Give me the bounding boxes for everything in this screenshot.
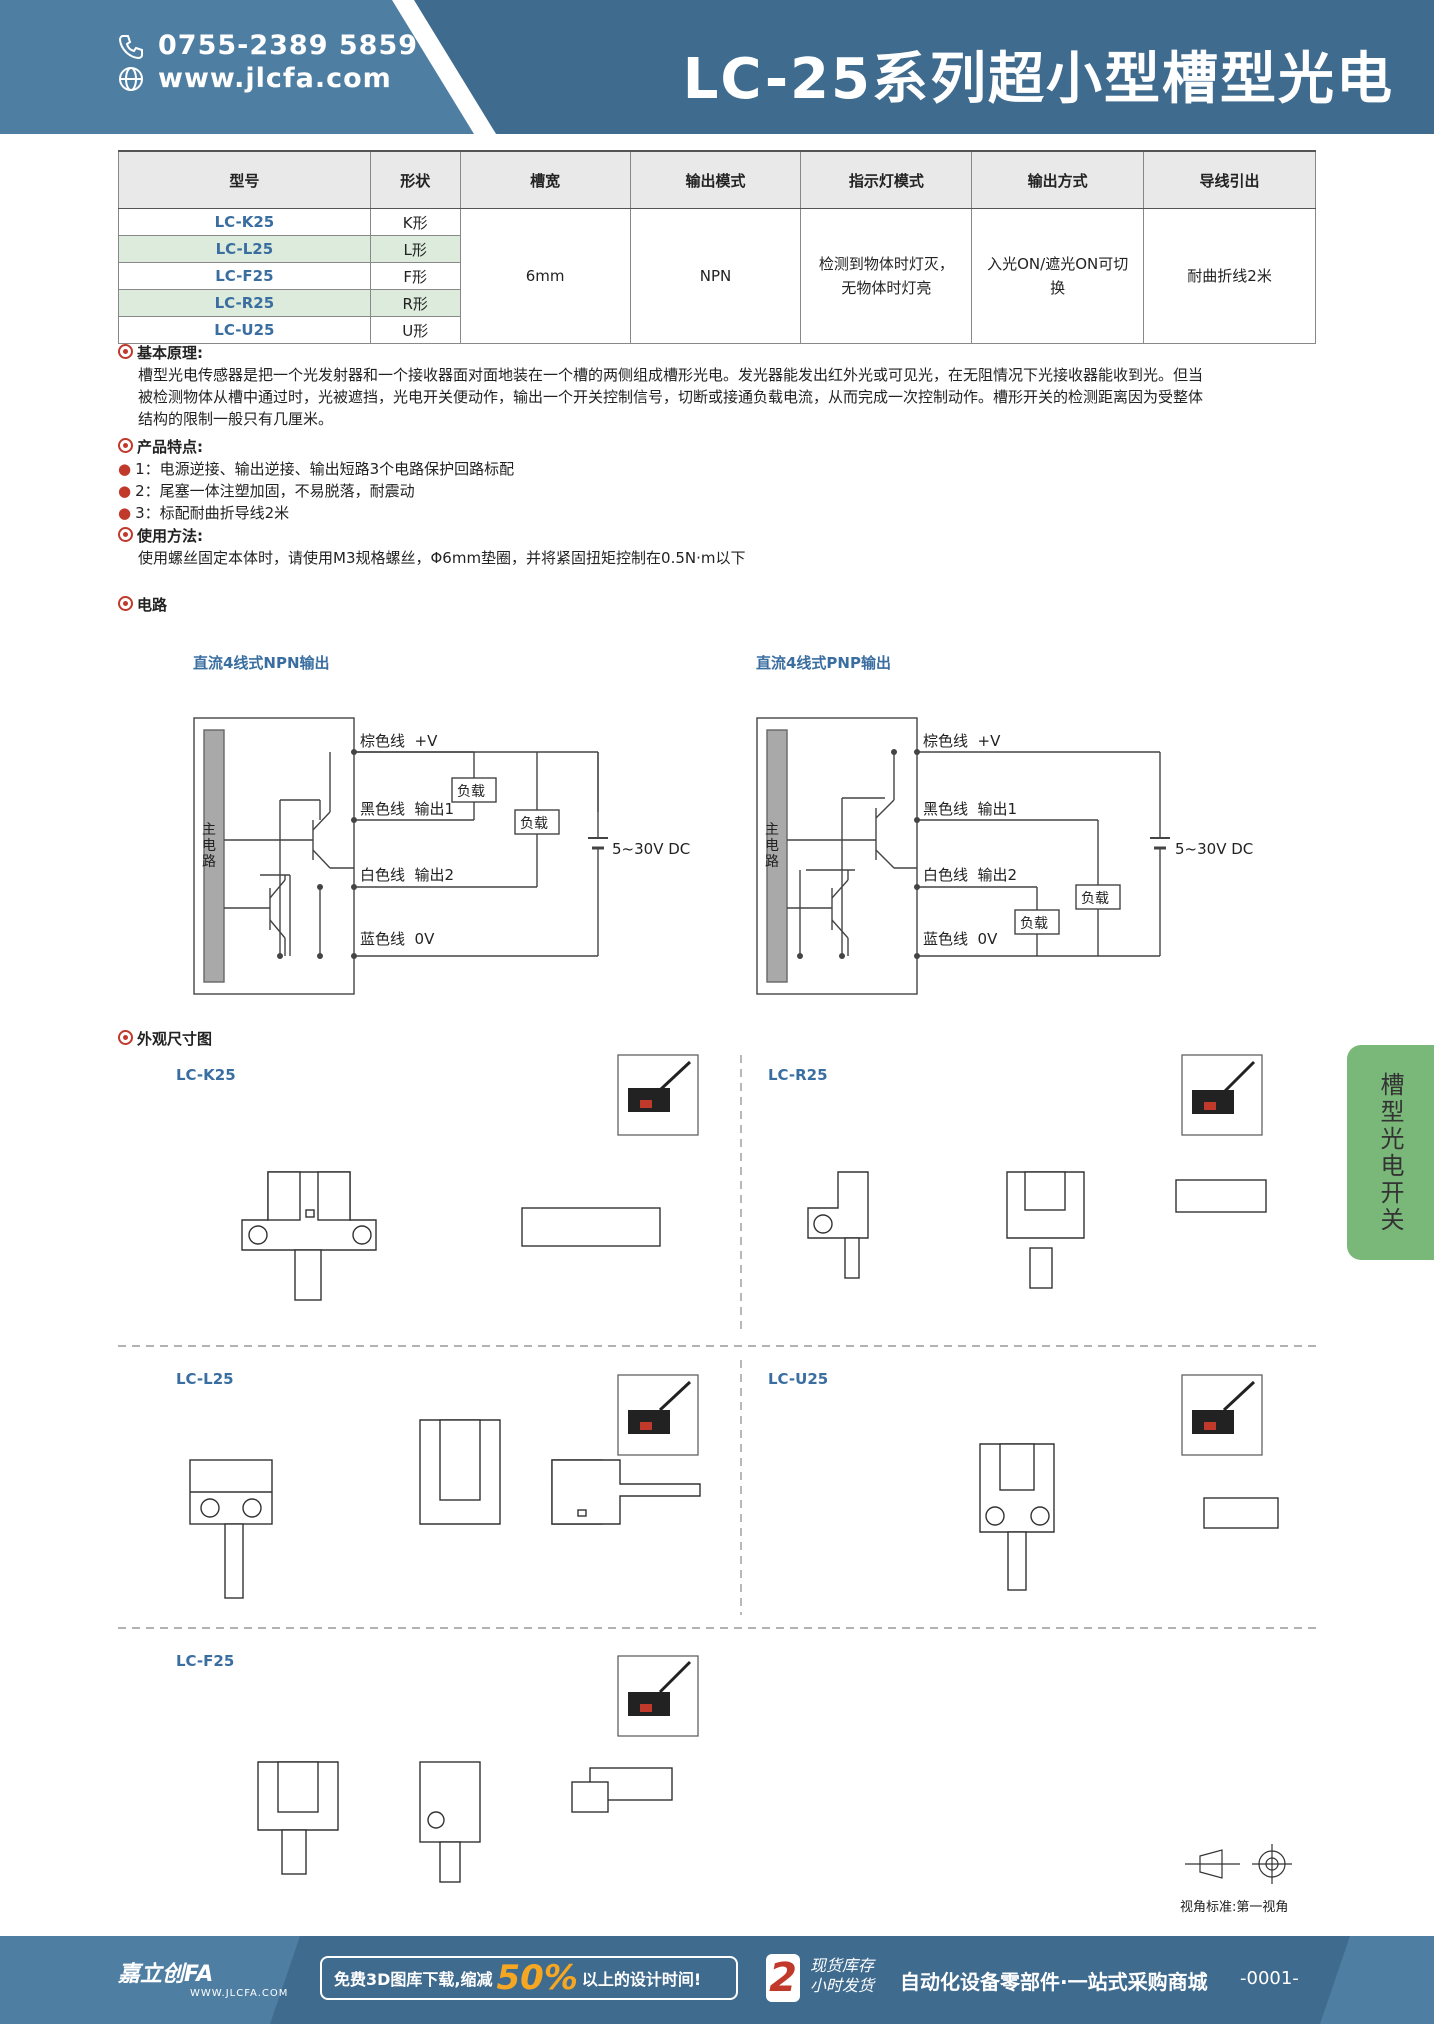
badge-number: 2 bbox=[766, 1954, 800, 2002]
bullet-circle-icon bbox=[118, 438, 133, 453]
promo-text: 以上的设计时间! bbox=[581, 1970, 702, 1989]
dim-model-label: LC-L25 bbox=[176, 1370, 234, 1388]
dim-model-label: LC-K25 bbox=[176, 1066, 236, 1084]
col-header: 指示灯模式 bbox=[800, 150, 973, 209]
indicator-cell: 检测到物体时灯灭， 无物体时灯亮 bbox=[800, 208, 973, 344]
usage-heading: 使用方法: bbox=[137, 527, 203, 545]
model-cell: LC-K25 bbox=[118, 208, 371, 236]
shape-cell: R形 bbox=[369, 289, 461, 317]
model-cell: LC-R25 bbox=[118, 289, 371, 317]
principle-line: 结构的限制一般只有几厘米。 bbox=[138, 410, 334, 428]
col-header: 导线引出 bbox=[1143, 150, 1316, 209]
footer-accent bbox=[0, 1936, 300, 2024]
phone-number: 0755-2389 5859 bbox=[158, 30, 419, 61]
footer-slogan: 自动化设备零部件·一站式采购商城 bbox=[900, 1970, 1208, 1994]
pnp-blue-label: 蓝色线 0V bbox=[923, 930, 998, 948]
output-method-cell: 入光ON/遮光ON可切 换 bbox=[971, 208, 1145, 344]
promo-percent: 50% bbox=[496, 1958, 578, 1998]
output-mode-cell: NPN bbox=[629, 208, 802, 344]
feature-item: ●3：标配耐曲折导线2米 bbox=[118, 504, 290, 522]
col-header: 型号 bbox=[118, 150, 371, 209]
indicator-line: 检测到物体时灯灭， bbox=[818, 255, 954, 273]
bullet-circle-icon bbox=[118, 527, 133, 542]
table-row: LC-F25 F形 bbox=[118, 262, 1316, 290]
output-method-line: 换 bbox=[1050, 279, 1066, 297]
principle-section: 基本原理: 槽型光电传感器是把一个光发射器和一个接收器面对面地装在一个槽的两侧组… bbox=[118, 342, 1318, 430]
shape-cell: L形 bbox=[369, 235, 461, 263]
npn-main-circuit-label: 主电路 bbox=[202, 822, 216, 870]
website-link[interactable]: www.jlcfa.com bbox=[158, 63, 392, 94]
pnp-circuit-title: 直流4线式PNP输出 bbox=[756, 654, 891, 672]
circuit-section-heading: 电路 bbox=[118, 594, 1318, 616]
bullet-circle-icon bbox=[118, 1030, 133, 1045]
model-cell: LC-L25 bbox=[118, 235, 371, 263]
pnp-brown-label: 棕色线 +V bbox=[923, 732, 1001, 750]
promo-text: 免费3D图库下载,缩减 bbox=[334, 1970, 493, 1989]
badge-text: 现货库存小时发货 bbox=[810, 1956, 875, 1995]
features-section: 产品特点: ●1：电源逆接、输出逆接、输出短路3个电路保护回路标配 ●2：尾塞一… bbox=[118, 436, 1318, 524]
npn-circuit bbox=[193, 717, 608, 995]
col-header: 输出方式 bbox=[971, 150, 1145, 209]
pnp-white-label: 白色线 输出2 bbox=[923, 866, 1018, 884]
dim-model-label: LC-U25 bbox=[768, 1370, 829, 1388]
bullet-circle-icon bbox=[118, 344, 133, 359]
pnp-black-label: 黑色线 输出1 bbox=[923, 800, 1018, 818]
side-tab[interactable]: 槽型光电开关 bbox=[1347, 1045, 1434, 1260]
col-header: 形状 bbox=[369, 150, 461, 209]
indicator-line: 无物体时灯亮 bbox=[841, 279, 932, 297]
wire-cell: 耐曲折线2米 bbox=[1143, 208, 1316, 344]
pnp-load-label: 负载 bbox=[1020, 916, 1048, 932]
table-header-row: 型号 形状 槽宽 输出模式 指示灯模式 输出方式 导线引出 bbox=[118, 150, 1316, 209]
feature-item: ●2：尾塞一体注塑加固，不易脱落，耐震动 bbox=[118, 482, 415, 500]
features-heading: 产品特点: bbox=[137, 438, 203, 456]
table-row: LC-L25 L形 bbox=[118, 235, 1316, 263]
page-title: LC-25系列超小型槽型光电 bbox=[682, 47, 1394, 112]
slot-width-cell: 6mm bbox=[459, 208, 631, 344]
npn-white-label: 白色线 输出2 bbox=[360, 866, 455, 884]
bullet-circle-icon bbox=[118, 596, 133, 611]
principle-heading: 基本原理: bbox=[137, 344, 203, 362]
principle-line: 被检测物体从槽中通过时，光被遮挡，光电开关便动作，输出一个开关控制信号，切断或接… bbox=[138, 388, 1204, 406]
table-row: LC-U25 U形 bbox=[118, 316, 1316, 344]
npn-supply-label: 5~30V DC bbox=[612, 840, 691, 858]
footer-brand-url[interactable]: WWW.JLCFA.COM bbox=[190, 1988, 289, 1999]
dimensions-heading: 外观尺寸图 bbox=[118, 1028, 1318, 1050]
phone-icon bbox=[118, 35, 143, 59]
spec-table: 型号 形状 槽宽 输出模式 指示灯模式 输出方式 导线引出 LC-K25 K形 … bbox=[118, 150, 1316, 344]
col-header: 槽宽 bbox=[459, 150, 631, 209]
view-standard-label: 视角标准:第一视角 bbox=[1180, 1900, 1289, 1915]
table-row: LC-R25 R形 bbox=[118, 289, 1316, 317]
page-number: -0001- bbox=[1240, 1968, 1299, 1989]
model-cell: LC-F25 bbox=[118, 262, 371, 290]
usage-section: 使用方法: 使用螺丝固定本体时，请使用M3规格螺丝，Φ6mm垫圈，并将紧固扭矩控… bbox=[118, 525, 1318, 569]
shape-cell: K形 bbox=[369, 208, 461, 236]
npn-blue-label: 蓝色线 0V bbox=[360, 930, 435, 948]
model-cell: LC-U25 bbox=[118, 316, 371, 344]
footer-brand: 嘉立创FA bbox=[118, 1962, 214, 1987]
npn-load-label: 负载 bbox=[520, 816, 548, 832]
table-row: LC-K25 K形 6mm NPN 检测到物体时灯灭， 无物体时灯亮 入光ON/… bbox=[118, 208, 1316, 344]
dim-model-label: LC-R25 bbox=[768, 1066, 828, 1084]
npn-black-label: 黑色线 输出1 bbox=[360, 800, 455, 818]
npn-circuit-title: 直流4线式NPN输出 bbox=[193, 654, 330, 672]
col-header: 输出模式 bbox=[629, 150, 802, 209]
feature-item: ●1：电源逆接、输出逆接、输出短路3个电路保护回路标配 bbox=[118, 460, 515, 478]
npn-load-label: 负载 bbox=[457, 784, 485, 800]
pnp-main-circuit-label: 主电路 bbox=[765, 822, 779, 870]
pnp-circuit bbox=[756, 717, 1170, 995]
globe-icon bbox=[119, 67, 143, 91]
pnp-load-label: 负载 bbox=[1081, 891, 1109, 907]
principle-line: 槽型光电传感器是把一个光发射器和一个接收器面对面地装在一个槽的两侧组成槽形光电。… bbox=[138, 366, 1204, 384]
pnp-supply-label: 5~30V DC bbox=[1175, 840, 1254, 858]
dim-model-label: LC-F25 bbox=[176, 1652, 235, 1670]
npn-brown-label: 棕色线 +V bbox=[360, 732, 438, 750]
shape-cell: F形 bbox=[369, 262, 461, 290]
output-method-line: 入光ON/遮光ON可切 bbox=[987, 255, 1129, 273]
shape-cell: U形 bbox=[369, 316, 461, 344]
usage-text: 使用螺丝固定本体时，请使用M3规格螺丝，Φ6mm垫圈，并将紧固扭矩控制在0.5N… bbox=[138, 549, 746, 567]
